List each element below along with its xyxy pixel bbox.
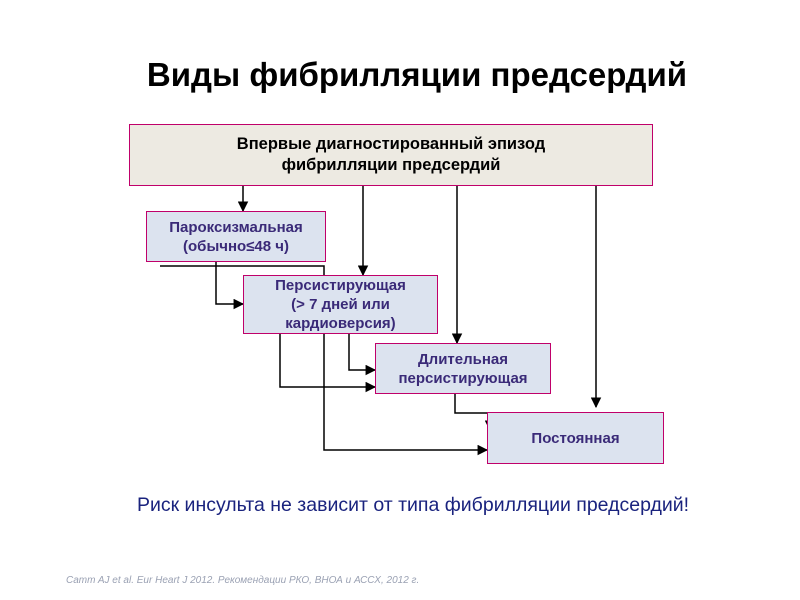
box-persistent-line3: кардиоверсия) xyxy=(285,315,396,332)
box-paroxysmal-line1: Пароксизмальная xyxy=(169,218,303,236)
box-persistent-line2: (> 7 дней или xyxy=(291,296,390,313)
box-first-diagnosed-line2: фибрилляции предсердий xyxy=(281,156,501,174)
box-longstanding-line1: Длительная xyxy=(417,350,509,368)
reference-citation: Camm AJ et al. Eur Heart J 2012. Рекомен… xyxy=(66,575,420,586)
box-first-diagnosed: Впервые диагностированный эпизод фибрилл… xyxy=(129,124,653,186)
arrow-persistent-to-longstanding xyxy=(348,334,377,376)
box-permanent-label: Постоянная xyxy=(531,429,620,447)
box-longstanding-persistent: Длительная персистирующая xyxy=(375,343,551,394)
box-first-diagnosed-line1: Впервые диагностированный эпизод xyxy=(236,135,546,153)
arrow-paroxysmal-to-persistent xyxy=(215,262,245,310)
box-paroxysmal: Пароксизмальная (обычно≤48 ч) xyxy=(146,211,326,262)
slide-title: Виды фибрилляции предсердий xyxy=(146,56,688,93)
box-persistent: Персистирующая (> 7 дней или кардиоверси… xyxy=(243,275,438,334)
box-longstanding-line2: персистирующая xyxy=(398,369,528,387)
stroke-risk-note: Риск инсульта не зависит от типа фибрилл… xyxy=(136,494,690,516)
box-permanent: Постоянная xyxy=(487,412,664,464)
arrow-paroxysmal-to-permanent xyxy=(160,265,489,456)
box-persistent-line1: Персистирующая xyxy=(275,277,406,294)
box-paroxysmal-line2: (обычно≤48 ч) xyxy=(183,237,289,255)
arrow-longstanding-to-permanent xyxy=(454,394,496,432)
